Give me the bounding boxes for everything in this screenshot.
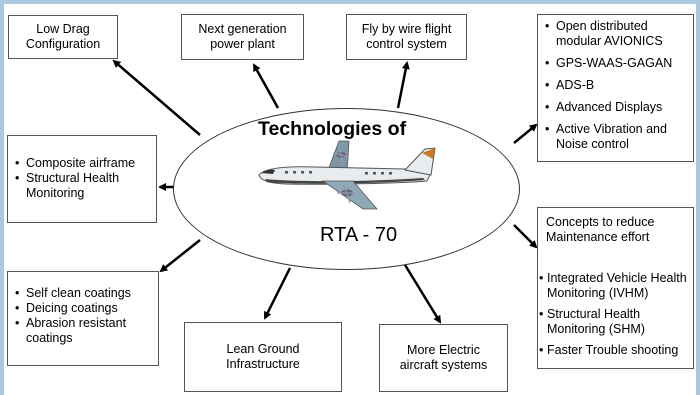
box-power-plant: Next generation power plant <box>181 14 304 60</box>
list-item: Abrasion resistant coatings <box>14 316 154 346</box>
list-item: Faster Trouble shooting <box>538 343 690 358</box>
low-drag-text: Low Drag Configuration <box>25 22 101 51</box>
arrow-to-power-plant <box>252 63 280 109</box>
box-coatings: Self clean coatings Deicing coatings Abr… <box>7 271 159 366</box>
box-maintenance: Concepts to reduce Maintenance effort In… <box>537 207 694 369</box>
list-item: Deicing coatings <box>14 301 154 316</box>
turboprop-aircraft-icon <box>258 140 436 210</box>
list-item: Active Vibration and Noise control <box>544 122 689 152</box>
box-avionics: Open distributed modular AVIONICS GPS-WA… <box>537 14 694 162</box>
arrow-to-electric <box>400 259 442 324</box>
maintenance-list: Integrated Vehicle Health Monitoring (IV… <box>538 271 690 358</box>
maintenance-heading: Concepts to reduce Maintenance effort <box>546 215 655 244</box>
list-item: Structural Health Monitoring (SHM) <box>538 307 690 337</box>
list-item: Open distributed modular AVIONICS <box>544 19 689 49</box>
avionics-list: Open distributed modular AVIONICS GPS-WA… <box>544 19 689 152</box>
list-item: GPS-WAAS-GAGAN <box>544 56 689 71</box>
coatings-list: Self clean coatings Deicing coatings Abr… <box>14 286 154 346</box>
arrow-to-avionics <box>513 123 538 144</box>
power-plant-text: Next generation power plant <box>198 22 287 51</box>
arrow-to-fly-by-wire <box>396 61 410 109</box>
list-item: Advanced Displays <box>544 100 689 115</box>
box-fly-by-wire: Fly by wire flight control system <box>346 14 467 60</box>
list-item: ADS-B <box>544 78 689 93</box>
box-ground: Lean Ground Infrastructure <box>184 322 342 392</box>
arrow-to-low-drag <box>112 59 201 136</box>
box-low-drag: Low Drag Configuration <box>8 15 118 59</box>
composite-list: Composite airframe Structural Health Mon… <box>14 156 152 201</box>
box-composite: Composite airframe Structural Health Mon… <box>7 135 157 223</box>
box-electric: More Electric aircraft systems <box>379 324 508 392</box>
arrow-to-coatings <box>159 239 201 273</box>
fly-by-wire-text: Fly by wire flight control system <box>361 22 452 51</box>
electric-text: More Electric aircraft systems <box>399 343 488 372</box>
arrow-to-ground <box>263 267 292 320</box>
list-item: Self clean coatings <box>14 286 154 301</box>
list-item: Composite airframe <box>14 156 152 171</box>
center-model-label: RTA - 70 <box>320 224 398 246</box>
arrow-to-maintenance <box>513 224 538 249</box>
list-item: Integrated Vehicle Health Monitoring (IV… <box>538 271 690 301</box>
list-item: Structural Health Monitoring <box>14 171 152 201</box>
center-title: Technologies of <box>258 118 407 140</box>
ground-text: Lean Ground Infrastructure <box>226 342 300 371</box>
